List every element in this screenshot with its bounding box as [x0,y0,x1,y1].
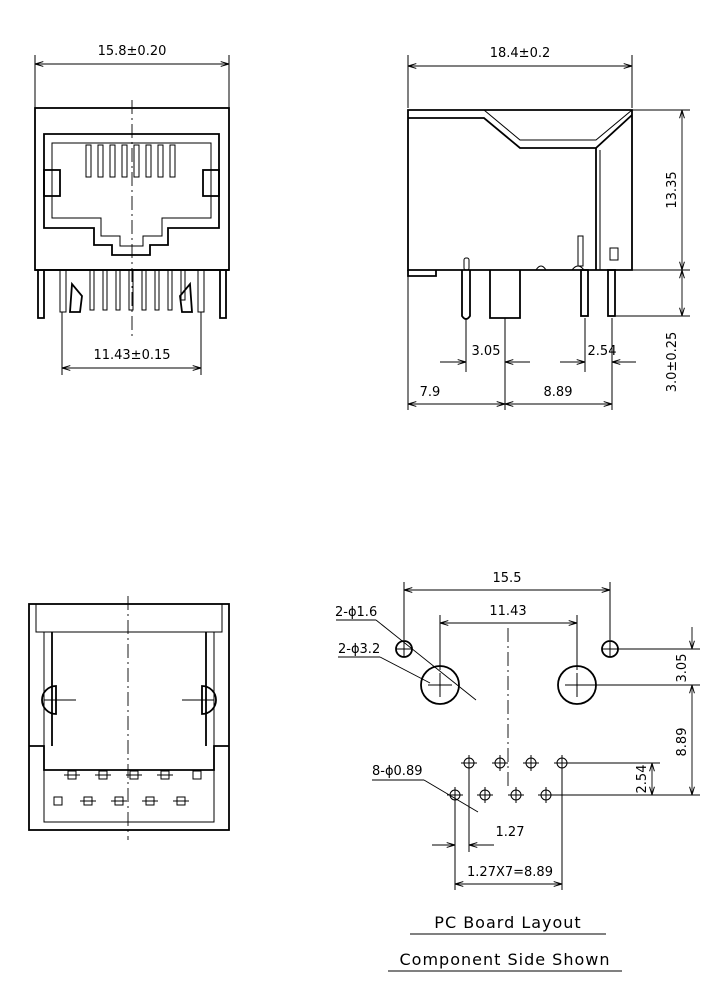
side-view: 18.4±0.2 13.35 3.0±0.25 3.05 [407,46,690,410]
pcb-vert-305: 3.05 [675,654,690,683]
front-view: 15.8±0.20 [34,44,230,375]
front-pins [89,269,186,311]
small-hole-label: 2-ϕ1.6 [335,605,377,620]
side-dim-254: 2.54 [588,344,617,359]
caption-line2: Component Side Shown [400,950,611,969]
pcb-pin-holes [447,755,570,803]
pcb-overall-dim: 15.5 [493,571,522,586]
side-height-dim: 13.35 [665,171,680,208]
pcb-pin-span-dim: 1.27X7=8.89 [467,865,553,880]
bottom-view [28,596,230,840]
side-dim-305: 3.05 [472,344,501,359]
pcb-vert-889: 8.89 [675,728,690,757]
large-hole-label: 2-ϕ3.2 [338,642,380,657]
front-pin-span-dim: 11.43±0.15 [93,348,170,363]
side-pin-len-dim: 3.0±0.25 [665,332,680,393]
side-dim-79: 7.9 [420,385,441,400]
side-dim-889: 8.89 [544,385,573,400]
bottom-pins [53,770,202,806]
front-contacts [85,144,176,178]
pcb-row-pitch: 2.54 [635,765,650,794]
front-width-dim: 15.8±0.20 [98,44,167,59]
large-hole-left [420,665,460,705]
side-length-dim: 18.4±0.2 [490,46,551,61]
pcb-post-span-dim: 11.43 [489,604,526,619]
pcb-pitch-dim: 1.27 [496,825,525,840]
caption-line1: PC Board Layout [434,913,581,932]
pcb-layout: 15.5 11.43 2-ϕ1.6 2-ϕ3.2 3.05 8.89 [335,571,700,972]
pin-hole-label: 8-ϕ0.89 [372,764,422,779]
